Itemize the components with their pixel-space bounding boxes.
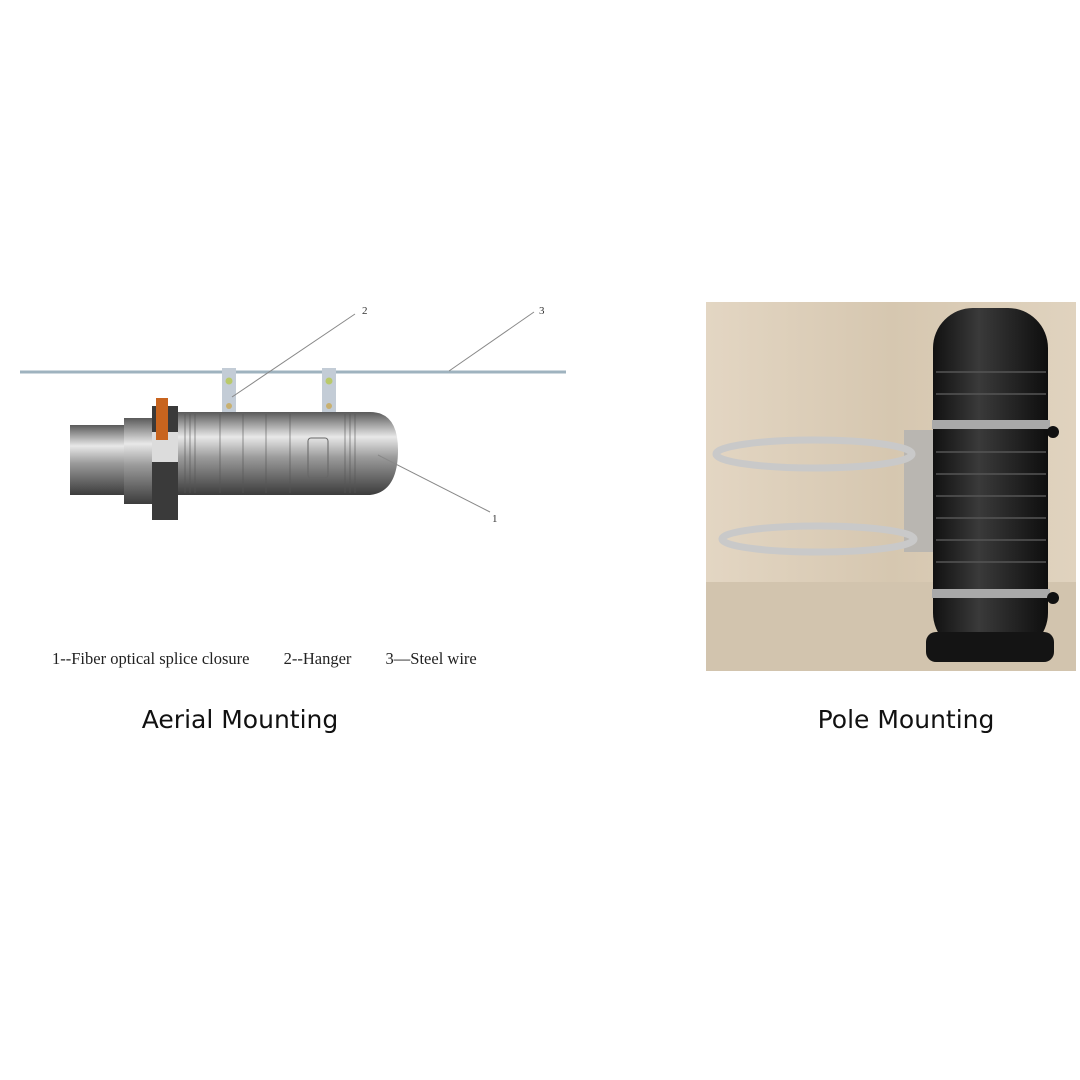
callout-hanger: 2 [362,305,368,317]
callout-wire: 3 [539,305,545,317]
legend-item: 2--Hanger [283,649,352,668]
legend-item: 1--Fiber optical splice closure [52,649,250,668]
aerial-mounting-diagram: 2 3 1 [20,305,566,525]
hanger [222,368,336,412]
pole-mounting-caption: Pole Mounting [817,705,995,734]
legend-item: 3—Steel wire [385,649,477,668]
callout-closure: 1 [492,513,498,525]
fiber-optical-splice-closure [70,398,398,520]
diagram-legend: 1--Fiber optical splice closure 2--Hange… [52,649,507,669]
aerial-mounting-caption: Aerial Mounting [141,705,339,734]
pole-mounting-photo [706,302,1076,671]
